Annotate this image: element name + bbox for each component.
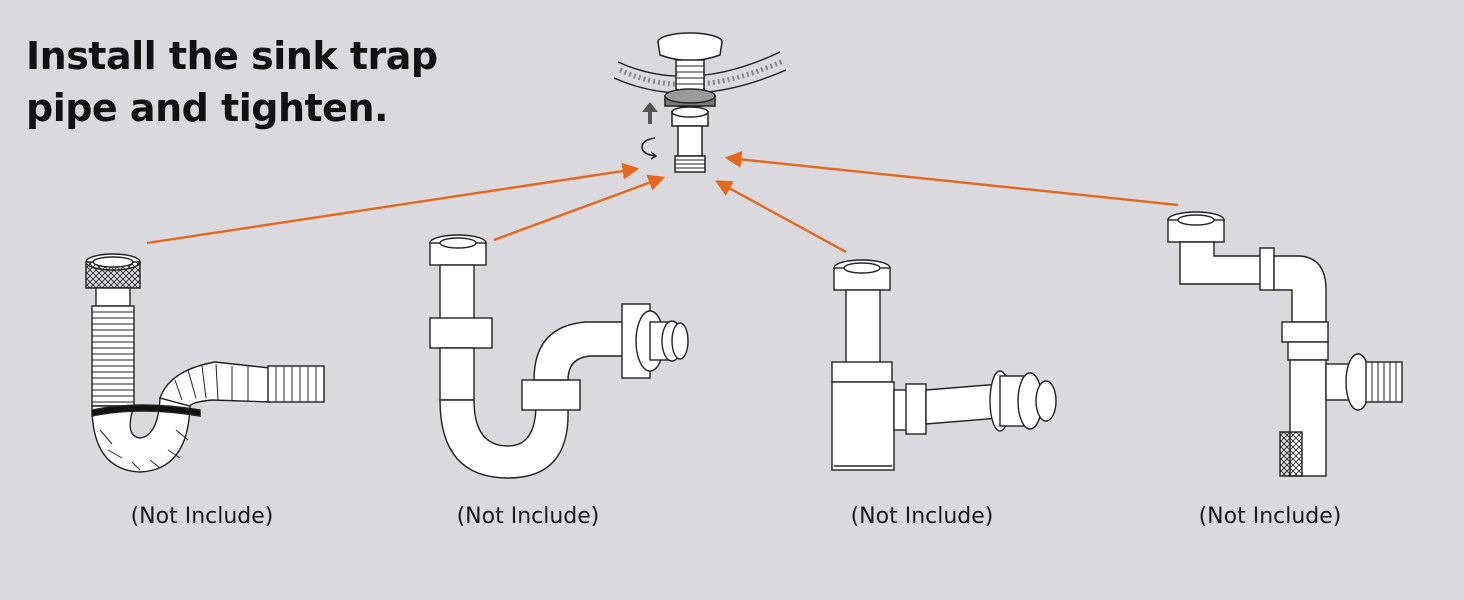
bottle-trap-drawing xyxy=(831,259,1057,471)
space-saving-trap-drawing xyxy=(1167,211,1403,477)
arrow-p-trap xyxy=(493,174,666,242)
arrow-bottle-trap xyxy=(715,180,847,254)
popup-drain xyxy=(613,32,787,173)
arrow-flexible-trap xyxy=(146,162,640,245)
title-line-2: pipe and tighten. xyxy=(26,86,388,130)
tighten-up-arrow xyxy=(642,102,658,124)
arrow-space-saving-trap xyxy=(724,151,1179,207)
trap-4-caption: (Not Include) xyxy=(1198,504,1342,529)
trap-1-caption: (Not Include) xyxy=(130,504,274,529)
rotate-arrow xyxy=(641,137,656,157)
instruction-title: Install the sink trap pipe and tighten. xyxy=(26,30,446,134)
p-trap-drawing xyxy=(429,234,689,479)
connection-arrows xyxy=(146,151,1179,254)
trap-2-caption: (Not Include) xyxy=(456,504,600,529)
flexible-corrugated-trap-drawing xyxy=(85,253,325,473)
trap-3-caption: (Not Include) xyxy=(850,504,994,529)
title-line-1: Install the sink trap xyxy=(26,34,438,78)
